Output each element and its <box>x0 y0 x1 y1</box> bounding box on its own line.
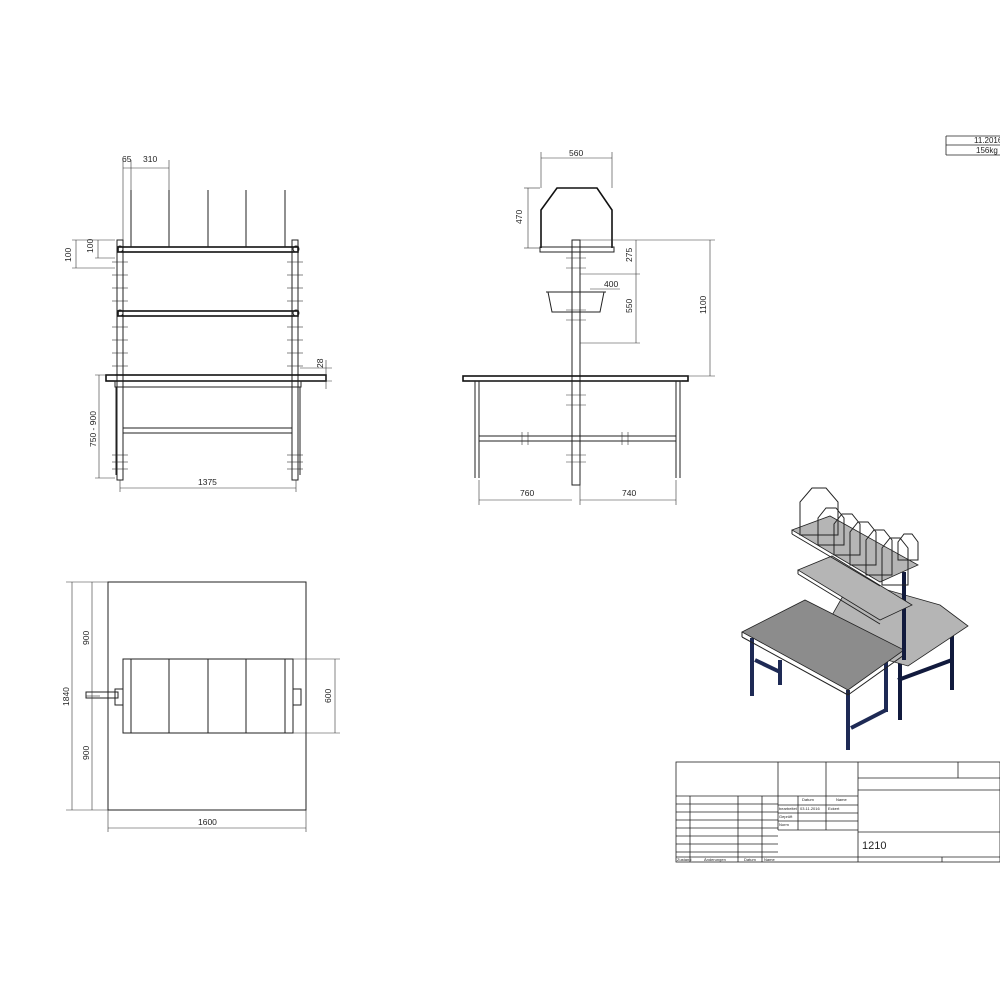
title-footer-datum: Datum <box>744 857 756 862</box>
title-row-norm: Norm <box>779 822 789 827</box>
dim-1375: 1375 <box>198 477 217 487</box>
side-view: 560 470 275 400 550 1100 760 740 <box>462 148 715 505</box>
dim-100-outer: 100 <box>63 248 73 262</box>
title-name: Eckert <box>828 806 840 811</box>
dim-1840: 1840 <box>61 687 71 706</box>
title-col-datum: Datum <box>802 797 814 802</box>
header-date: 11.2016 <box>974 136 1000 145</box>
title-footer-aenderungen: Änderungen <box>704 857 726 862</box>
header-weight: 156kg <box>976 146 998 155</box>
dim-100-inner: 100 <box>85 239 95 253</box>
dim-760: 760 <box>520 488 534 498</box>
dim-28: 28 <box>315 358 325 368</box>
title-footer-name: Name <box>764 857 775 862</box>
title-footer-zustand: Zustand <box>677 857 691 862</box>
drawing-number: 1210 <box>862 840 886 852</box>
dim-470: 470 <box>514 210 524 224</box>
dim-740: 740 <box>622 488 636 498</box>
dim-275: 275 <box>624 248 634 262</box>
dim-310: 310 <box>143 154 157 164</box>
dim-1600: 1600 <box>198 817 217 827</box>
header-info-box: 11.2016 156kg <box>945 135 1000 156</box>
dim-1100: 1100 <box>698 295 708 314</box>
dim-400: 400 <box>604 279 618 289</box>
isometric-view <box>741 487 969 750</box>
title-row-bearbeitet: bearbeitet <box>779 806 798 811</box>
dim-900-top: 900 <box>81 631 91 645</box>
plan-view: 900 900 1840 600 1600 <box>61 581 340 832</box>
dim-750-900: 750 - 900 <box>88 411 98 447</box>
title-date: 03.11.2016 <box>800 806 820 811</box>
dim-550: 550 <box>624 299 634 313</box>
front-view: 65 310 100 100 28 750 - 900 1375 <box>63 154 332 492</box>
dim-900-bottom: 900 <box>81 746 91 760</box>
dim-65: 65 <box>122 154 132 164</box>
title-block: Datum Name bearbeitet Geprüft Norm 03.11… <box>675 761 1000 863</box>
title-col-name: Name <box>836 797 847 802</box>
dim-600: 600 <box>323 689 333 703</box>
title-row-geprueft: Geprüft <box>779 814 793 819</box>
dim-560: 560 <box>569 148 583 158</box>
